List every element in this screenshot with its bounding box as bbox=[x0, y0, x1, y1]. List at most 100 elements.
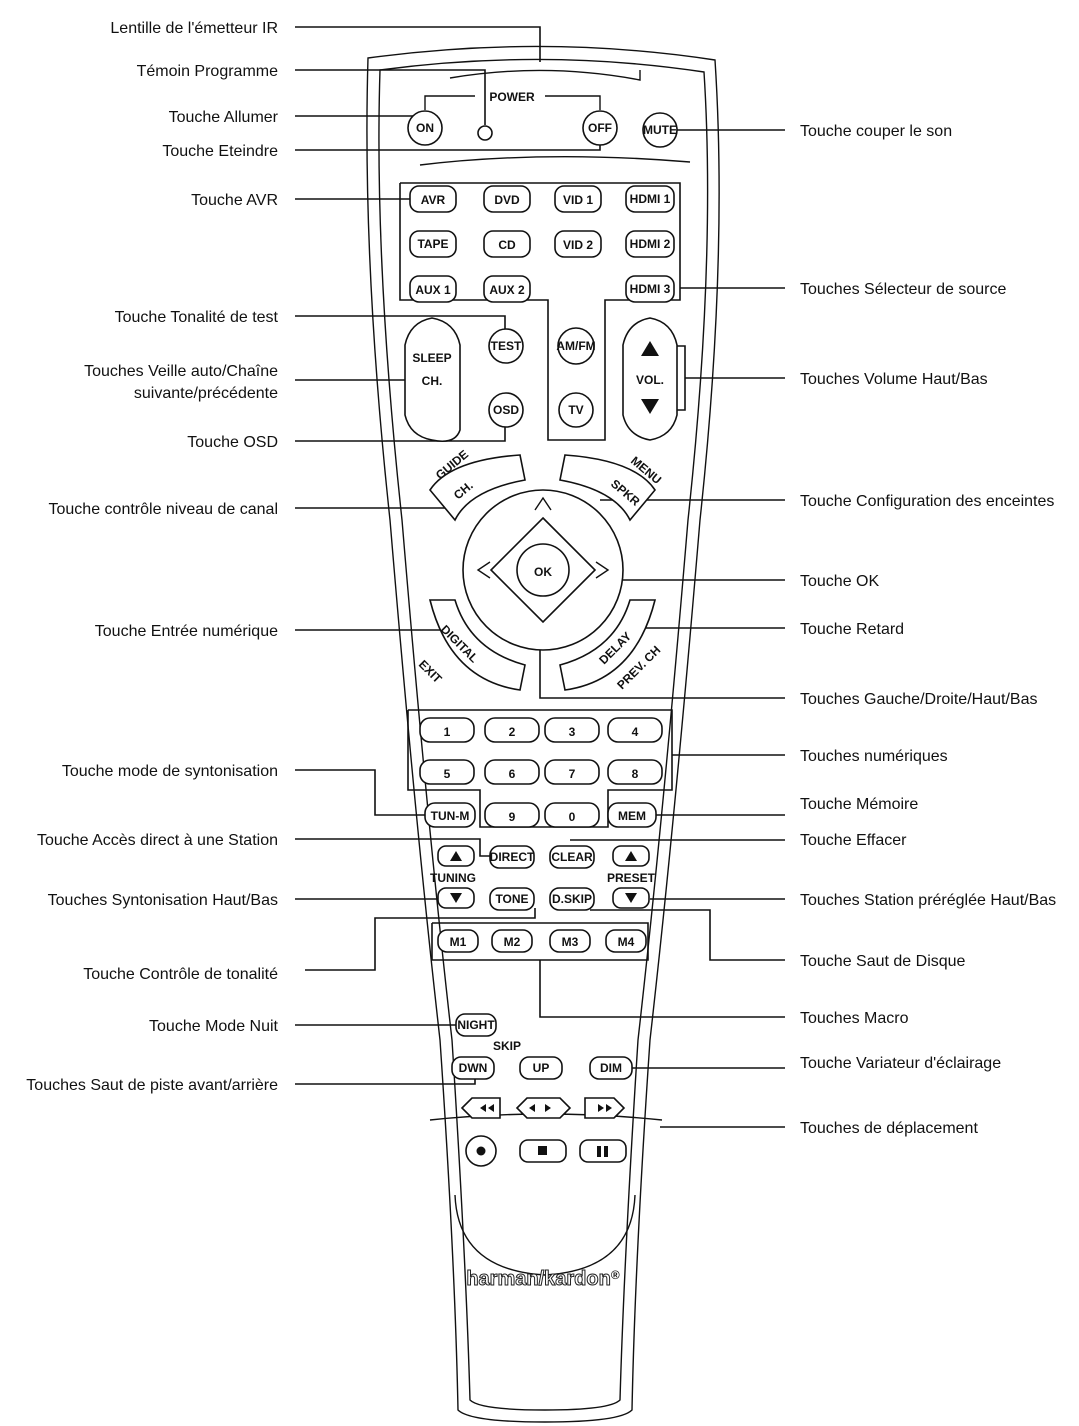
svg-text:HDMI 2: HDMI 2 bbox=[630, 237, 671, 251]
digit-7-button[interactable]: 7 bbox=[544, 759, 600, 785]
rewind-button[interactable] bbox=[460, 1097, 501, 1119]
label-numeric: Touches numériques bbox=[800, 748, 948, 765]
source-hdmi3-button[interactable]: HDMI 3 bbox=[625, 275, 675, 303]
svg-text:M4: M4 bbox=[618, 935, 635, 949]
digit-3-button[interactable]: 3 bbox=[544, 717, 600, 743]
preset-down-icon bbox=[625, 893, 637, 903]
volume-up-icon[interactable] bbox=[641, 341, 659, 356]
amfm-button[interactable]: AM/FM bbox=[556, 327, 596, 365]
macro-m1-button[interactable]: M1 bbox=[437, 929, 479, 953]
digit-4-button[interactable]: 4 bbox=[607, 717, 663, 743]
svg-text:TONE: TONE bbox=[495, 892, 528, 906]
macro-m3-button[interactable]: M3 bbox=[549, 929, 591, 953]
macro-m4-button[interactable]: M4 bbox=[605, 929, 647, 953]
preset-up-button[interactable] bbox=[612, 845, 650, 867]
svg-text:7: 7 bbox=[569, 767, 576, 781]
digit-5-button[interactable]: 5 bbox=[419, 759, 475, 785]
source-avr-button[interactable]: AVR bbox=[409, 185, 457, 213]
right-labels: Touche couper le son Touches Sélecteur d… bbox=[800, 123, 1056, 1137]
source-hdmi1-button[interactable]: HDMI 1 bbox=[625, 185, 675, 213]
test-button[interactable]: TEST bbox=[488, 328, 524, 364]
source-dvd-button[interactable]: DVD bbox=[483, 185, 531, 213]
record-button[interactable] bbox=[465, 1135, 497, 1167]
label-delay: Touche Retard bbox=[800, 621, 904, 638]
tuning-down-button[interactable] bbox=[437, 887, 475, 909]
tone-button[interactable]: TONE bbox=[489, 887, 535, 911]
volume-down-icon[interactable] bbox=[641, 399, 659, 414]
skip-down-button[interactable]: DWN bbox=[451, 1056, 495, 1080]
svg-text:TAPE: TAPE bbox=[417, 237, 448, 251]
source-aux1-button[interactable]: AUX 1 bbox=[409, 275, 457, 303]
play-icon bbox=[529, 1104, 551, 1112]
svg-text:DIRECT: DIRECT bbox=[490, 850, 535, 864]
mute-button[interactable]: MUTE bbox=[642, 112, 678, 148]
tuning-label: TUNING bbox=[430, 871, 476, 885]
stop-button[interactable] bbox=[519, 1139, 567, 1163]
svg-text:D.SKIP: D.SKIP bbox=[552, 892, 592, 906]
off-button[interactable]: OFF bbox=[582, 110, 618, 146]
label-navigation: Touches Gauche/Droite/Haut/Bas bbox=[800, 691, 1037, 708]
nav-up-icon[interactable] bbox=[534, 496, 552, 511]
source-aux2-button[interactable]: AUX 2 bbox=[483, 275, 531, 303]
source-vid1-button[interactable]: VID 1 bbox=[554, 185, 602, 213]
svg-text:4: 4 bbox=[632, 725, 639, 739]
digit-1-button[interactable]: 1 bbox=[419, 717, 475, 743]
numeric-keypad: 1 2 3 4 5 6 7 8 9 0 bbox=[419, 717, 663, 828]
power-label: POWER bbox=[489, 90, 535, 104]
program-indicator-led bbox=[477, 125, 493, 141]
label-preset: Touches Station préréglée Haut/Bas bbox=[800, 892, 1056, 909]
preset-down-button[interactable] bbox=[612, 887, 650, 909]
svg-text:8: 8 bbox=[632, 767, 639, 781]
svg-text:AUX 2: AUX 2 bbox=[489, 283, 525, 297]
svg-text:HDMI 1: HDMI 1 bbox=[630, 192, 671, 206]
play-button[interactable] bbox=[515, 1097, 572, 1119]
ok-button[interactable] bbox=[516, 543, 570, 597]
record-icon bbox=[476, 1146, 486, 1156]
svg-text:M3: M3 bbox=[562, 935, 579, 949]
leader-lines bbox=[295, 26, 785, 1128]
svg-text:MUTE: MUTE bbox=[643, 123, 677, 137]
dim-button[interactable]: DIM bbox=[589, 1056, 633, 1080]
label-dimmer: Touche Variateur d'éclairage bbox=[800, 1055, 1001, 1072]
tv-button[interactable]: TV bbox=[558, 392, 594, 428]
digit-0-button[interactable]: 0 bbox=[544, 802, 600, 828]
skip-up-button[interactable]: UP bbox=[519, 1056, 563, 1080]
nav-right-icon[interactable] bbox=[595, 561, 610, 579]
digit-8-button[interactable]: 8 bbox=[607, 759, 663, 785]
svg-text:DWN: DWN bbox=[459, 1061, 488, 1075]
digit-9-button[interactable]: 9 bbox=[484, 802, 540, 828]
pause-button[interactable] bbox=[579, 1139, 627, 1163]
volume-rocker[interactable]: VOL. bbox=[622, 317, 678, 441]
source-tape-button[interactable]: TAPE bbox=[409, 230, 457, 258]
fast-forward-button[interactable] bbox=[584, 1097, 626, 1119]
night-button[interactable]: NIGHT bbox=[455, 1013, 497, 1037]
direct-button[interactable]: DIRECT bbox=[489, 845, 535, 869]
svg-text:UP: UP bbox=[533, 1061, 550, 1075]
svg-text:1: 1 bbox=[444, 725, 451, 739]
svg-text:TEST: TEST bbox=[491, 339, 522, 353]
svg-text:MEM: MEM bbox=[618, 809, 646, 823]
sleep-channel-rocker[interactable]: SLEEP CH. bbox=[404, 317, 461, 443]
svg-text:M1: M1 bbox=[450, 935, 467, 949]
svg-text:HDMI 3: HDMI 3 bbox=[630, 282, 671, 296]
osd-button[interactable]: OSD bbox=[488, 392, 524, 428]
digit-2-button[interactable]: 2 bbox=[484, 717, 540, 743]
label-direct-access: Touche Accès direct à une Station bbox=[37, 832, 278, 849]
label-digital-input: Touche Entrée numérique bbox=[95, 623, 278, 640]
source-hdmi2-button[interactable]: HDMI 2 bbox=[625, 230, 675, 258]
source-vid2-button[interactable]: VID 2 bbox=[554, 230, 602, 258]
source-cd-button[interactable]: CD bbox=[483, 230, 531, 258]
clear-button[interactable]: CLEAR bbox=[549, 845, 595, 869]
on-button[interactable]: ON bbox=[407, 110, 443, 146]
disc-skip-button[interactable]: D.SKIP bbox=[549, 887, 595, 911]
digit-6-button[interactable]: 6 bbox=[484, 759, 540, 785]
svg-text:CD: CD bbox=[498, 238, 516, 252]
tuning-mode-button[interactable]: TUN-M bbox=[424, 802, 476, 828]
skip-label: SKIP bbox=[493, 1039, 521, 1053]
tuning-up-button[interactable] bbox=[437, 845, 475, 867]
memory-button[interactable]: MEM bbox=[607, 802, 657, 828]
nav-left-icon[interactable] bbox=[476, 561, 491, 579]
label-power-on: Touche Allumer bbox=[169, 109, 279, 126]
navigation-pad[interactable]: OK bbox=[462, 489, 624, 651]
macro-m2-button[interactable]: M2 bbox=[491, 929, 533, 953]
